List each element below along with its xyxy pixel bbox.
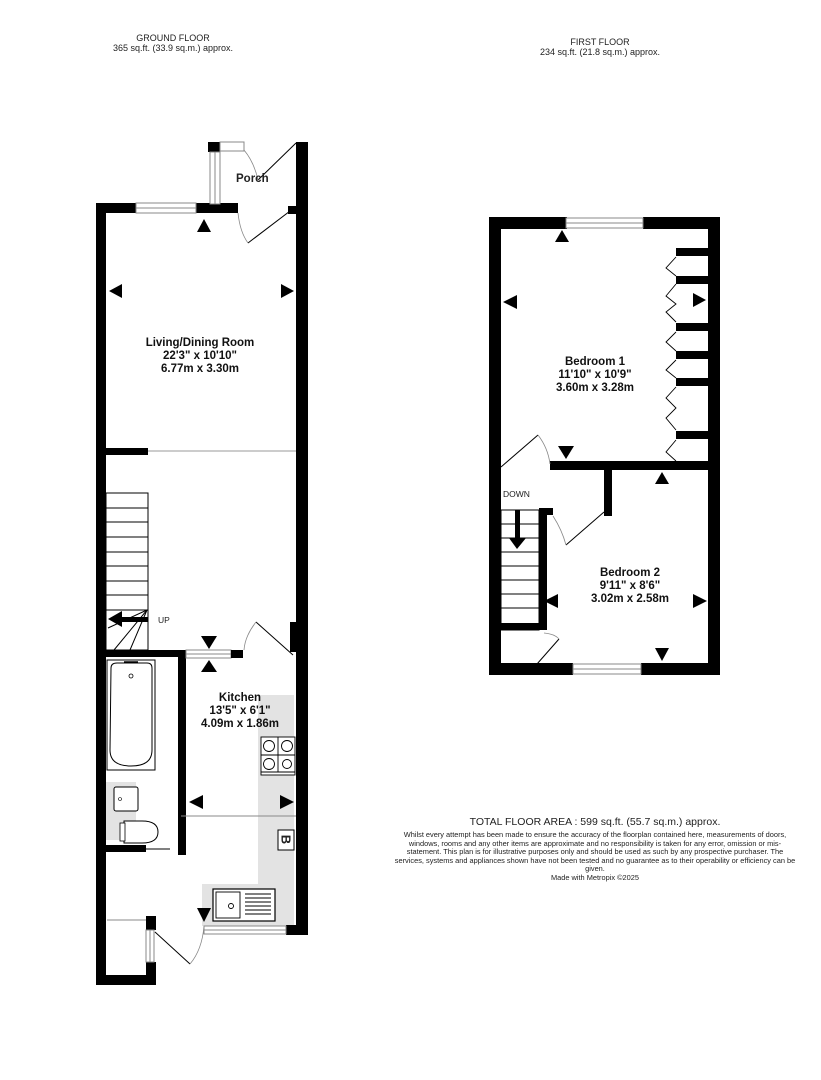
arrow-down-icon xyxy=(197,908,211,922)
first-floor-heading: FIRST FLOOR 234 sq.ft. (21.8 sq.m.) appr… xyxy=(520,37,680,57)
wall-north-left xyxy=(96,203,136,213)
room-dimensions-metric: 4.09m x 1.86m xyxy=(200,718,279,730)
room-dimensions-imperial: 22'3" x 10'10" xyxy=(163,350,237,362)
room-label-living-dining: Living/Dining Room 22'3" x 10'10" 6.77m … xyxy=(120,337,280,376)
kitchen-door-jamb xyxy=(290,622,298,652)
wardrobe-doors xyxy=(665,256,677,462)
room-label-porch: Porch xyxy=(236,173,269,185)
wall-bedroom-partition xyxy=(550,461,720,470)
ground-floor-heading: GROUND FLOOR 365 sq.ft. (33.9 sq.m.) app… xyxy=(88,33,258,53)
first-floor-area: 234 sq.ft. (21.8 sq.m.) approx. xyxy=(539,47,661,57)
first-floor-plan xyxy=(489,217,720,675)
wall-bath-kitchen xyxy=(178,650,186,855)
ground-floor-area: 365 sq.ft. (33.9 sq.m.) approx. xyxy=(112,43,234,53)
bedroom1-door xyxy=(500,434,539,468)
wall-east xyxy=(708,217,720,675)
wall-south-right xyxy=(286,925,306,935)
wall-west xyxy=(489,217,501,675)
wall-west xyxy=(96,203,106,985)
wall-bedroom2-stub xyxy=(604,470,612,516)
rear-door xyxy=(154,931,191,965)
stairs-down-label: DOWN xyxy=(503,489,530,499)
arrow-up-icon xyxy=(197,219,211,232)
window-porch-top xyxy=(219,141,245,152)
total-floor-area: TOTAL FLOOR AREA : 599 sq.ft. (55.7 sq.m… xyxy=(469,816,721,828)
toilet xyxy=(123,820,159,844)
wall-south-right xyxy=(641,663,720,675)
wall-bath-bottom xyxy=(106,845,146,852)
rear-door-jamb-top xyxy=(146,916,156,930)
porch-door-jamb xyxy=(288,206,298,214)
room-name: Living/Dining Room xyxy=(145,337,255,349)
staircase-up xyxy=(105,492,149,651)
wall-south-left xyxy=(489,663,573,675)
arrow-right-icon xyxy=(693,293,706,307)
room-dimensions-imperial: 11'10" x 10'9" xyxy=(558,369,632,381)
ground-floor-plan xyxy=(96,141,308,985)
boiler-box xyxy=(277,829,295,851)
first-floor-title: FIRST FLOOR xyxy=(570,37,630,47)
stairs-up-label: UP xyxy=(158,615,170,625)
arrow-up-icon xyxy=(655,472,669,484)
disclaimer-text: Whilst every attempt has been made to en… xyxy=(394,830,796,874)
room-label-bedroom-2: Bedroom 2 9'11" x 8'6" 3.02m x 2.58m xyxy=(570,567,690,606)
room-label-bedroom-1: Bedroom 1 11'10" x 10'9" 3.60m x 3.28m xyxy=(535,356,655,395)
porch-wall-corner xyxy=(208,142,220,152)
room-dimensions-imperial: 13'5" x 6'1" xyxy=(209,705,271,717)
room-name: Kitchen xyxy=(218,692,262,704)
wall-north-left xyxy=(489,217,567,229)
wall-stub-dining xyxy=(106,448,148,455)
room-dimensions-imperial: 9'11" x 8'6" xyxy=(599,580,661,592)
sink-icon xyxy=(212,888,276,922)
kitchen-worktop-right xyxy=(258,695,294,895)
wash-basin xyxy=(113,786,139,812)
stairs-arrow-left-icon xyxy=(108,611,122,627)
room-name: Bedroom 1 xyxy=(564,356,626,368)
stairs-arrow-shaft xyxy=(515,510,520,538)
arrow-left-icon xyxy=(109,284,122,298)
room-name: Bedroom 2 xyxy=(599,567,661,579)
wall-north-mid xyxy=(196,203,238,213)
wall-stairs-bottom xyxy=(501,623,547,630)
room-label-kitchen: Kitchen 13'5" x 6'1" 4.09m x 1.86m xyxy=(185,692,295,731)
porch-front-door xyxy=(247,207,295,244)
wall-stairs xyxy=(539,508,547,628)
wall-east xyxy=(296,142,308,935)
rear-door-jamb-bottom xyxy=(146,962,156,985)
arrow-down-icon xyxy=(655,648,669,661)
arrow-left-icon xyxy=(544,594,558,608)
porch-inner-door xyxy=(257,142,297,181)
boiler-label: B xyxy=(278,834,294,845)
wall-bath-top xyxy=(96,650,186,657)
stairs-arrow-shaft xyxy=(118,617,148,622)
bedroom2-door xyxy=(565,511,605,546)
made-with-credit: Made with Metropix ©2025 xyxy=(550,872,640,882)
arrow-left-icon xyxy=(503,295,517,309)
arrow-up-icon xyxy=(555,230,569,242)
arrow-right-icon xyxy=(281,284,294,298)
hob-icon xyxy=(260,736,296,776)
arrow-down-icon xyxy=(201,636,217,649)
arrow-right-icon xyxy=(280,795,294,809)
wall-stub-kitchen xyxy=(231,650,243,658)
wall-south-left xyxy=(96,975,156,985)
cupboard-door xyxy=(536,638,560,665)
stairs-arrow-down-icon xyxy=(509,538,526,549)
wall-north-right xyxy=(643,217,720,229)
arrow-down-icon xyxy=(558,446,574,459)
floorplan-footer: TOTAL FLOOR AREA : 599 sq.ft. (55.7 sq.m… xyxy=(392,816,798,883)
arrow-left-icon xyxy=(189,795,203,809)
ground-floor-title: GROUND FLOOR xyxy=(136,33,210,43)
kitchen-door xyxy=(255,621,294,656)
room-dimensions-metric: 3.02m x 2.58m xyxy=(590,593,669,605)
arrow-up-icon xyxy=(201,660,217,672)
arrow-right-icon xyxy=(693,594,707,608)
room-dimensions-metric: 6.77m x 3.30m xyxy=(160,363,239,375)
room-dimensions-metric: 3.60m x 3.28m xyxy=(555,382,634,394)
